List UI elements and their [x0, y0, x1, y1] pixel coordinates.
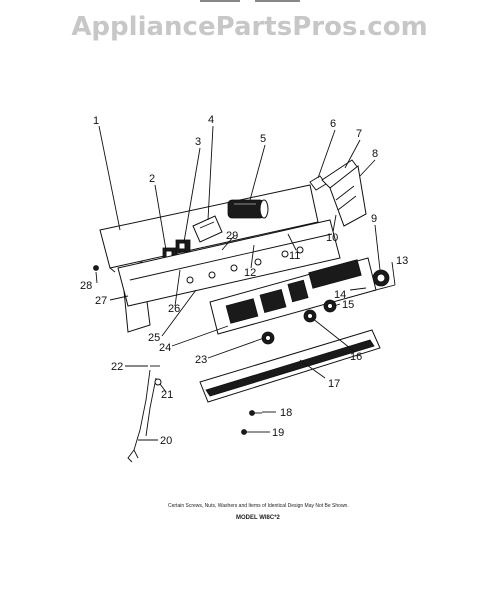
- model-label: MODEL WI8C*2: [236, 515, 281, 521]
- part-6-clip: [309, 175, 327, 191]
- callout-27: 27: [95, 295, 107, 307]
- footnote-text: Certain Screws, Nuts, Washers and Items …: [168, 503, 349, 509]
- part-17-trim-strip: [199, 329, 381, 403]
- callout-24: 24: [159, 342, 171, 354]
- callout-28: 28: [80, 280, 92, 292]
- callout-9: 9: [371, 213, 377, 225]
- callout-12: 12: [244, 267, 256, 279]
- callout-23: 23: [195, 354, 207, 366]
- callout-26: 26: [168, 303, 180, 315]
- part-5-cylinder: [227, 199, 269, 219]
- callout-4: 4: [208, 114, 214, 126]
- callout-16: 16: [350, 351, 362, 363]
- callout-19: 19: [272, 427, 284, 439]
- leader-lines: [95, 125, 396, 441]
- callout-29: 29: [226, 230, 238, 242]
- part-19-screw: [241, 429, 254, 435]
- callout-20: 20: [160, 435, 172, 447]
- callout-21: 21: [161, 389, 173, 401]
- callout-25: 25: [148, 332, 160, 344]
- watermark-logo: AppliancePartsPros.com: [71, 12, 428, 42]
- callout-3: 3: [195, 136, 201, 148]
- part-3-switch: [175, 239, 191, 253]
- callout-5: 5: [260, 133, 266, 145]
- callout-11: 11: [289, 250, 300, 262]
- callout-14: 14: [334, 289, 346, 301]
- callout-17: 17: [328, 378, 340, 390]
- part-20-wire-harness: [127, 369, 157, 463]
- callout-2: 2: [149, 173, 155, 185]
- part-21-clip: [154, 378, 162, 386]
- part-13-knob: [372, 269, 390, 287]
- part-28-screw: [93, 265, 99, 271]
- callout-7: 7: [356, 128, 362, 140]
- part-23-knob: [261, 331, 275, 345]
- callout-18: 18: [280, 407, 292, 419]
- part-18-screw: [249, 410, 262, 416]
- part-15-knob: [323, 299, 337, 313]
- callout-13: 13: [396, 255, 408, 267]
- callout-8: 8: [372, 148, 378, 160]
- callout-1: 1: [93, 115, 99, 127]
- callout-22: 22: [111, 361, 123, 373]
- control-panel-body: [117, 219, 341, 307]
- part-24-faceplate: [209, 257, 377, 335]
- callout-15: 15: [342, 299, 354, 311]
- callout-6: 6: [330, 118, 336, 130]
- part-8-side-bracket: [329, 165, 367, 227]
- callout-10: 10: [326, 232, 338, 244]
